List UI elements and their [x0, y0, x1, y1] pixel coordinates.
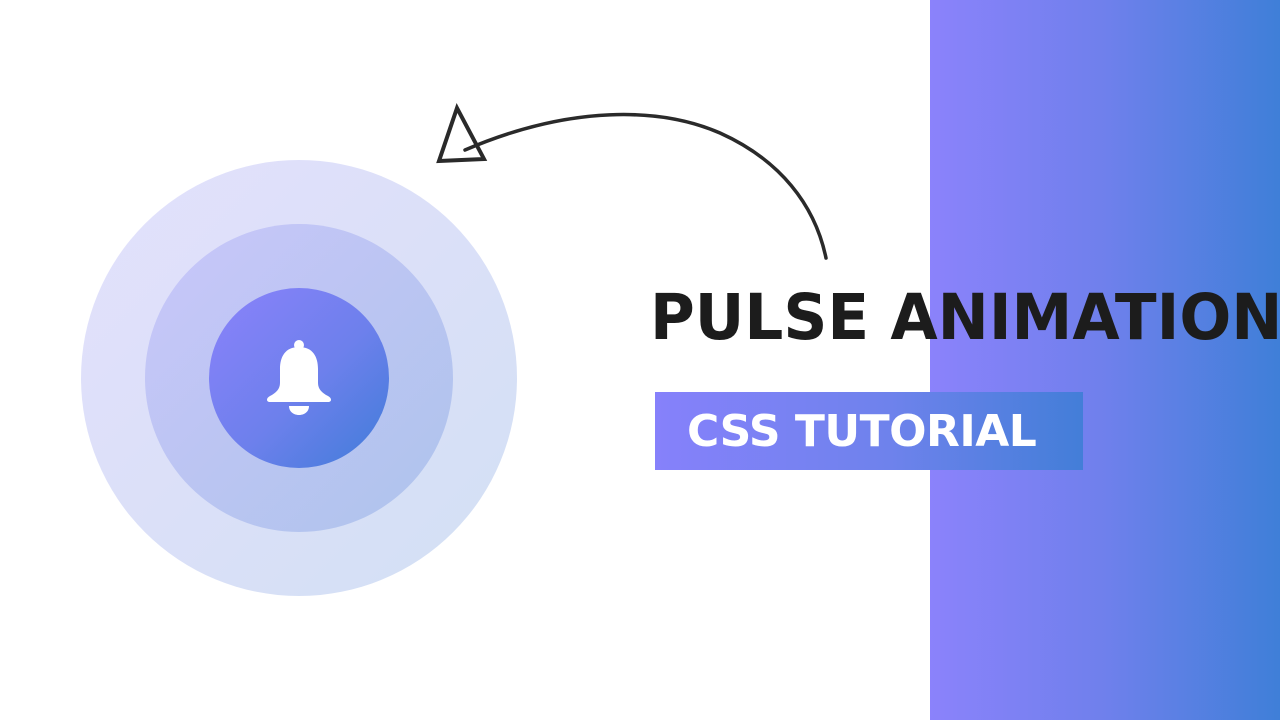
curved-arrow-icon	[436, 102, 828, 260]
video-title: PULSE ANIMATION	[650, 281, 1280, 354]
notification-button[interactable]	[209, 288, 389, 468]
pulse-animation-demo	[81, 160, 517, 596]
bell-icon	[267, 340, 331, 415]
subtitle-text: CSS TUTORIAL	[687, 405, 1037, 457]
gradient-side-panel	[930, 0, 1280, 720]
subtitle-label: CSS TUTORIAL	[655, 392, 1083, 470]
